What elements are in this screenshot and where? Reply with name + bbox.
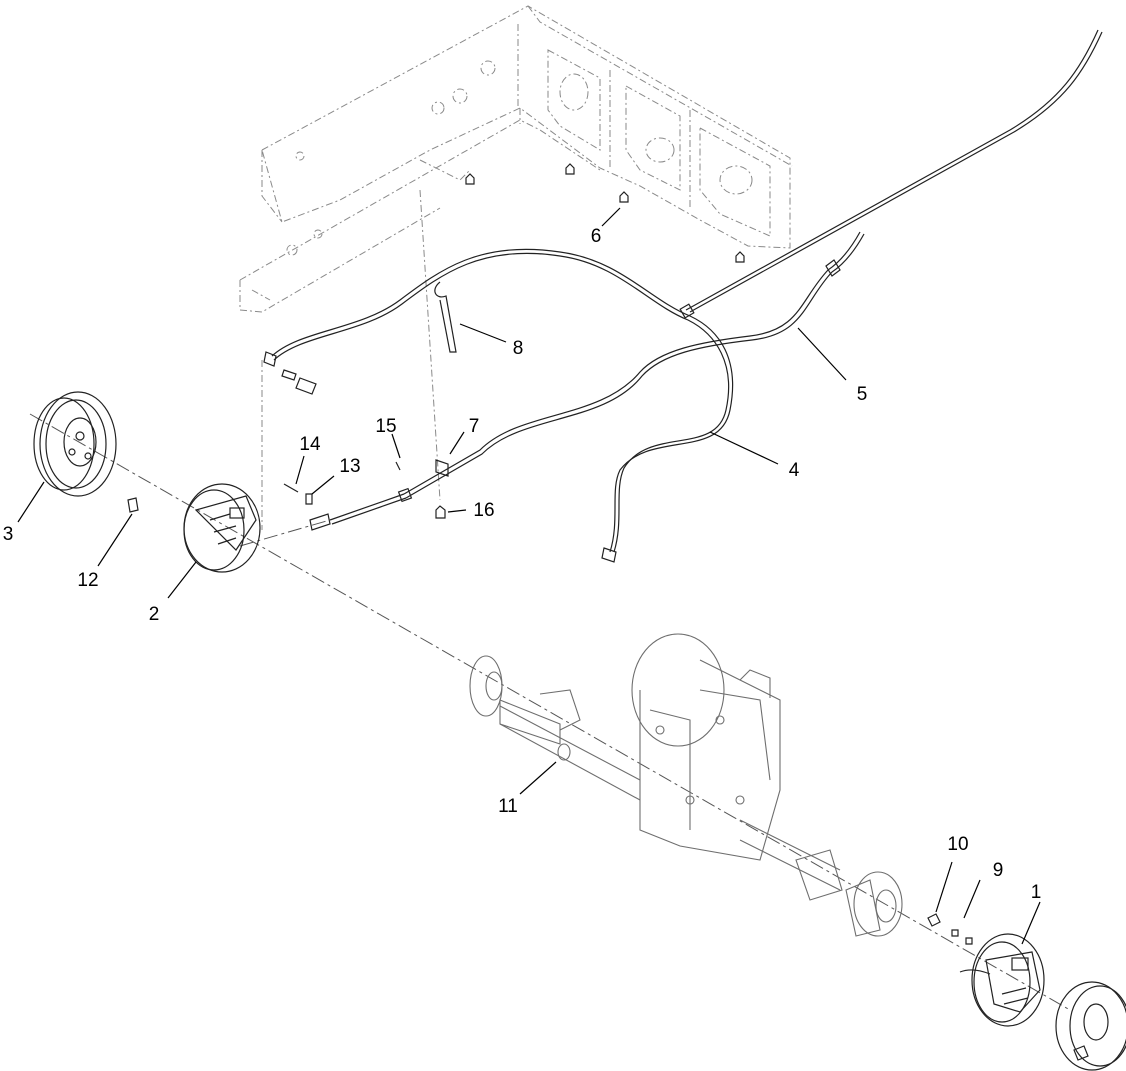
callout-14: 14 <box>299 434 321 455</box>
brake-assembly-left <box>183 483 261 573</box>
callout-13: 13 <box>339 456 360 477</box>
transaxle <box>469 633 903 937</box>
callout-7: 7 <box>469 416 480 437</box>
bolt <box>127 497 139 513</box>
callout-5: 5 <box>857 384 868 405</box>
washer <box>951 929 959 937</box>
callout-12: 12 <box>77 570 98 591</box>
callout-3: 3 <box>3 524 14 545</box>
callout-4: 4 <box>789 460 800 481</box>
brake-drum-left <box>33 391 117 497</box>
callout-15: 15 <box>375 416 396 437</box>
callout-9: 9 <box>993 860 1004 881</box>
cable-centerline <box>239 519 331 547</box>
brake-assembly-right <box>959 933 1045 1027</box>
brake-cables <box>271 29 1103 553</box>
frame-phantom <box>239 5 793 530</box>
callout-11: 11 <box>498 796 518 817</box>
washer <box>965 937 973 945</box>
axle-centerline <box>29 413 1071 1011</box>
bolt <box>927 913 941 927</box>
callout-16: 16 <box>473 500 494 521</box>
callout-labels: 1 2 3 4 5 6 7 8 9 10 11 12 13 14 15 16 <box>3 226 1042 903</box>
callout-6: 6 <box>591 226 602 247</box>
cable-fittings <box>263 281 617 563</box>
callout-8: 8 <box>513 338 524 359</box>
frame-fasteners <box>465 163 745 263</box>
callout-10: 10 <box>947 834 968 855</box>
leader-lines <box>17 207 1041 945</box>
callout-2: 2 <box>149 604 160 625</box>
brake-drum-right <box>1055 981 1126 1071</box>
callout-1: 1 <box>1031 882 1042 903</box>
